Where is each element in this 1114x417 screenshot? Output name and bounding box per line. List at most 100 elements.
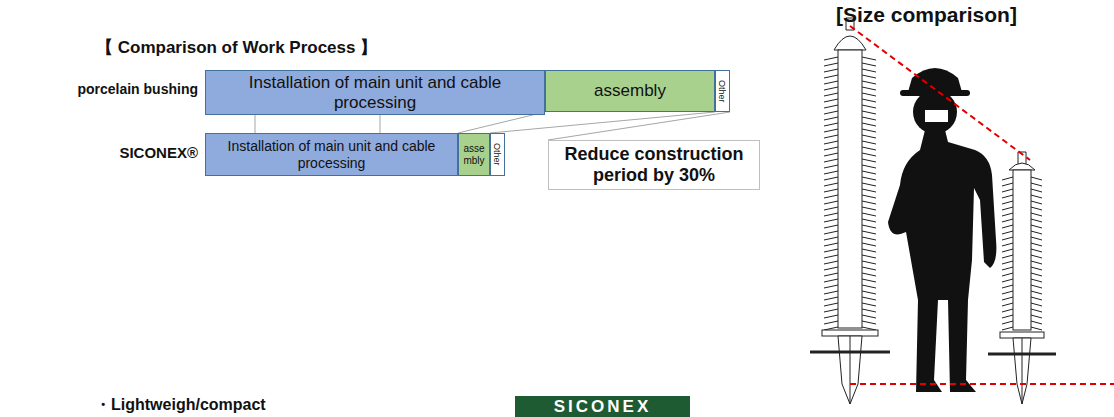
box-text: assembly [594,81,666,101]
shed [824,219,876,222]
shed [824,57,876,60]
shed [1002,291,1042,294]
person-silhouette [888,68,996,392]
shed [1002,213,1042,216]
box-text: Installation of main unit and cable proc… [212,73,538,112]
cable [1022,338,1023,404]
stress-cone [838,336,862,404]
shed [824,105,876,108]
shed [824,93,876,96]
shed [824,135,876,138]
shed [824,87,876,90]
shed [1002,189,1042,192]
shed [824,81,876,84]
shed [824,165,876,168]
vertical-label: Other [717,80,727,103]
shed [824,69,876,72]
flange [1000,332,1044,338]
section-title: 【 Comparison of Work Process 】 [96,38,377,58]
shed [824,273,876,276]
shed [824,117,876,120]
shed [824,129,876,132]
shed [824,111,876,114]
process-bar: Other [490,133,505,176]
box-text: Installation of main unit and cable proc… [212,138,451,170]
shed [824,249,876,252]
top-cap [1009,163,1035,170]
shed [1002,225,1042,228]
top-cap [834,36,866,50]
shed [1002,267,1042,270]
body [888,130,996,392]
shed [824,255,876,258]
shed [824,171,876,174]
shed [824,207,876,210]
guide-bracket [255,114,380,133]
shed [824,243,876,246]
shed [824,189,876,192]
flange [822,330,878,336]
support-bracket [810,351,890,354]
shed [824,177,876,180]
shed [1002,207,1042,210]
process-bar: assembly [545,70,715,112]
shed [824,237,876,240]
shed [824,291,876,294]
shed [824,141,876,144]
dashed-size-lines [850,26,1114,384]
shed [824,303,876,306]
shed [1002,315,1042,318]
cable [850,336,851,404]
shed [824,123,876,126]
shed [824,153,876,156]
logo-text: SICONEX [515,396,690,417]
shed [824,213,876,216]
shed [1002,279,1042,282]
shed [824,201,876,204]
shed [824,321,876,324]
shed [1002,309,1042,312]
shed [1002,243,1042,246]
guide-line [458,112,545,133]
shed [824,75,876,78]
shed [824,285,876,288]
shed [824,99,876,102]
shed [824,231,876,234]
stress-cone [1013,338,1031,404]
logo-box [515,396,690,417]
base-line [850,383,1114,385]
section-title: [Size comparison] [836,2,1017,27]
shed [824,183,876,186]
shed [1002,327,1042,330]
shed [1002,255,1042,258]
box-text: asse mbly [461,143,487,166]
process-bar: Installation of main unit and cable proc… [205,70,545,115]
shed [824,63,876,66]
shed [824,147,876,150]
shed [1002,249,1042,252]
process-bar: asse mbly [458,133,490,176]
shed [1002,195,1042,198]
shed [1002,177,1042,180]
guide-line [548,112,730,140]
shed [1002,261,1042,264]
support-bracket [988,353,1056,356]
bushing [810,18,890,404]
shed [824,309,876,312]
shed [1002,219,1042,222]
shed [824,297,876,300]
row-label: porcelain bushing [77,81,198,98]
shed [824,261,876,264]
insulator-body [838,50,862,328]
shed [824,279,876,282]
shed [824,315,876,318]
height-line [850,26,1030,160]
shed [824,267,876,270]
shed [824,159,876,162]
row-label: SICONEX® [119,144,198,162]
head [913,90,957,134]
shed [1002,231,1042,234]
guide-line [490,112,715,133]
shed [1002,183,1042,186]
